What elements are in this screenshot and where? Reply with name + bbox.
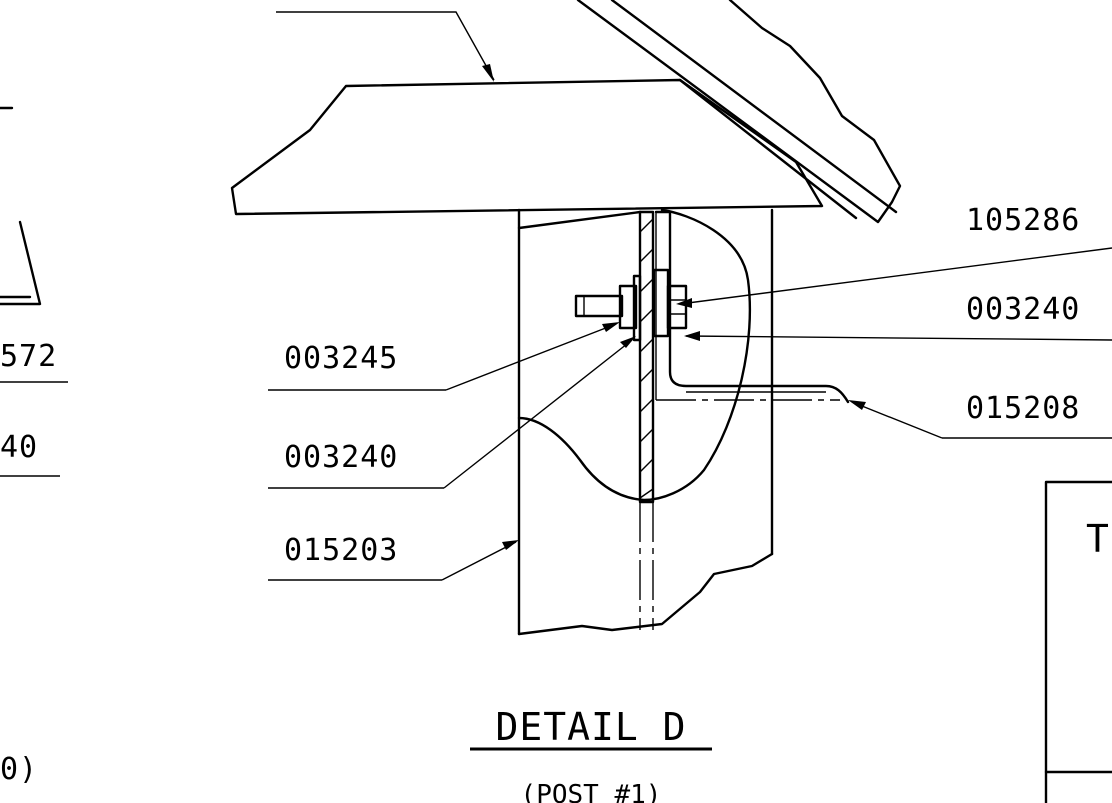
partial-label-paren: 0) bbox=[0, 752, 38, 787]
callout-left-3-label: 015203 bbox=[284, 533, 398, 568]
center-plate bbox=[638, 210, 655, 630]
callout-right-3: 015208 bbox=[848, 391, 1112, 439]
detail-subtitle: (POST #1) bbox=[521, 780, 662, 803]
post-015203 bbox=[517, 208, 774, 636]
roof-panel bbox=[576, 0, 902, 224]
callout-left-2-label: 003240 bbox=[284, 440, 398, 475]
partial-title-box: T bbox=[1044, 480, 1112, 803]
callout-right-2: 003240 bbox=[684, 292, 1112, 341]
partial-triangle bbox=[0, 106, 42, 306]
callout-right-3-label: 015208 bbox=[966, 391, 1080, 426]
detail-title-block: DETAIL D (POST #1) bbox=[470, 705, 712, 803]
callout-right-1: 105286 bbox=[676, 203, 1112, 308]
post-cap bbox=[230, 78, 824, 216]
callout-left-1-label: 003245 bbox=[284, 341, 398, 376]
bolt-assembly bbox=[574, 268, 688, 342]
partial-box-letter: T bbox=[1086, 517, 1110, 561]
callout-right-2-label: 003240 bbox=[966, 292, 1080, 327]
callout-right-1-label: 105286 bbox=[966, 203, 1080, 238]
partial-label-40: 40 bbox=[0, 430, 38, 465]
left-partial-view: 572 40 0) bbox=[0, 106, 68, 787]
top-leader bbox=[276, 11, 495, 82]
callout-left-2: 003240 bbox=[268, 336, 636, 489]
detail-title: DETAIL D bbox=[495, 705, 686, 749]
callout-left-3: 015203 bbox=[268, 533, 519, 581]
partial-label-572: 572 bbox=[0, 339, 57, 374]
angle-bracket-015208 bbox=[654, 210, 850, 404]
callout-left-1: 003245 bbox=[268, 322, 620, 391]
